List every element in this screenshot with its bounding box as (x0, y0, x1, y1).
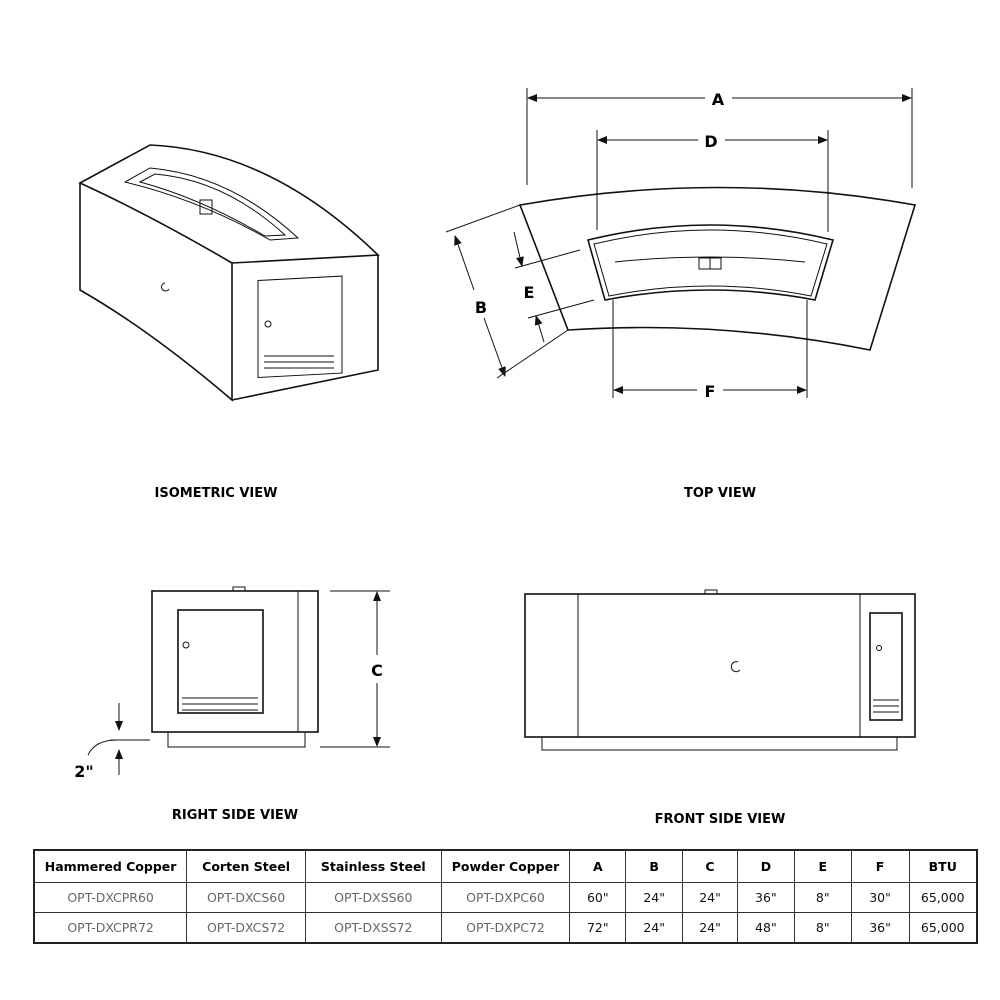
header-a: A (569, 849, 627, 883)
table-cell: 24" (682, 912, 738, 944)
table-cell: 60" (569, 882, 627, 913)
header-hammered-copper: Hammered Copper (33, 849, 188, 883)
table-cell: 48" (736, 912, 795, 944)
header-c: C (682, 849, 738, 883)
table-cell: OPT-DXCS72 (186, 912, 306, 944)
table-cell: 24" (625, 882, 684, 913)
front-side-view-drawing (524, 589, 916, 751)
table-cell: 36" (736, 882, 795, 913)
table-cell: 72" (569, 912, 627, 944)
dimension-d-label: D (704, 132, 717, 151)
table-row: OPT-DXCPR72 OPT-DXCS72 OPT-DXSS72 OPT-DX… (33, 912, 978, 944)
table-cell: OPT-DXSS60 (304, 882, 442, 913)
dimension-a-label: A (712, 90, 725, 109)
table-cell: 36" (850, 912, 910, 944)
header-stainless-steel: Stainless Steel (304, 849, 442, 883)
table-cell: 24" (625, 912, 684, 944)
right-side-view-drawing (87, 586, 390, 775)
table-cell: OPT-DXCPR60 (33, 882, 188, 913)
isometric-view-drawing (78, 144, 380, 402)
header-d: D (736, 849, 795, 883)
specifications-table: Hammered Copper Corten Steel Stainless S… (33, 849, 978, 944)
table-cell: 65,000 (908, 882, 978, 913)
table-cell: 24" (682, 882, 738, 913)
table-cell: 30" (850, 882, 910, 913)
base-height-label: 2" (74, 762, 93, 781)
table-cell: OPT-DXPC72 (440, 912, 571, 944)
right-side-view-label: RIGHT SIDE VIEW (172, 808, 298, 823)
table-cell: OPT-DXPC60 (440, 882, 571, 913)
table-header-row: Hammered Copper Corten Steel Stainless S… (33, 849, 978, 883)
dimension-c-label: C (371, 661, 383, 680)
table-row: OPT-DXCPR60 OPT-DXCS60 OPT-DXSS60 OPT-DX… (33, 882, 978, 913)
isometric-view-label: ISOMETRIC VIEW (155, 486, 278, 501)
table-cell: OPT-DXCPR72 (33, 912, 188, 944)
header-e: E (793, 849, 852, 883)
table-cell: 8" (793, 882, 852, 913)
table-cell: 65,000 (908, 912, 978, 944)
header-corten-steel: Corten Steel (186, 849, 306, 883)
table-cell: OPT-DXCS60 (186, 882, 306, 913)
table-cell: OPT-DXSS72 (304, 912, 442, 944)
front-side-view-label: FRONT SIDE VIEW (655, 812, 786, 827)
header-f: F (850, 849, 910, 883)
header-b: B (625, 849, 684, 883)
dimension-e-label: E (524, 283, 535, 302)
header-btu: BTU (908, 849, 978, 883)
header-powder-copper: Powder Copper (440, 849, 571, 883)
top-view-label: TOP VIEW (684, 486, 756, 501)
table-cell: 8" (793, 912, 852, 944)
top-view-drawing (445, 88, 917, 398)
dimension-b-label: B (475, 298, 487, 317)
dimension-f-label: F (705, 382, 716, 401)
